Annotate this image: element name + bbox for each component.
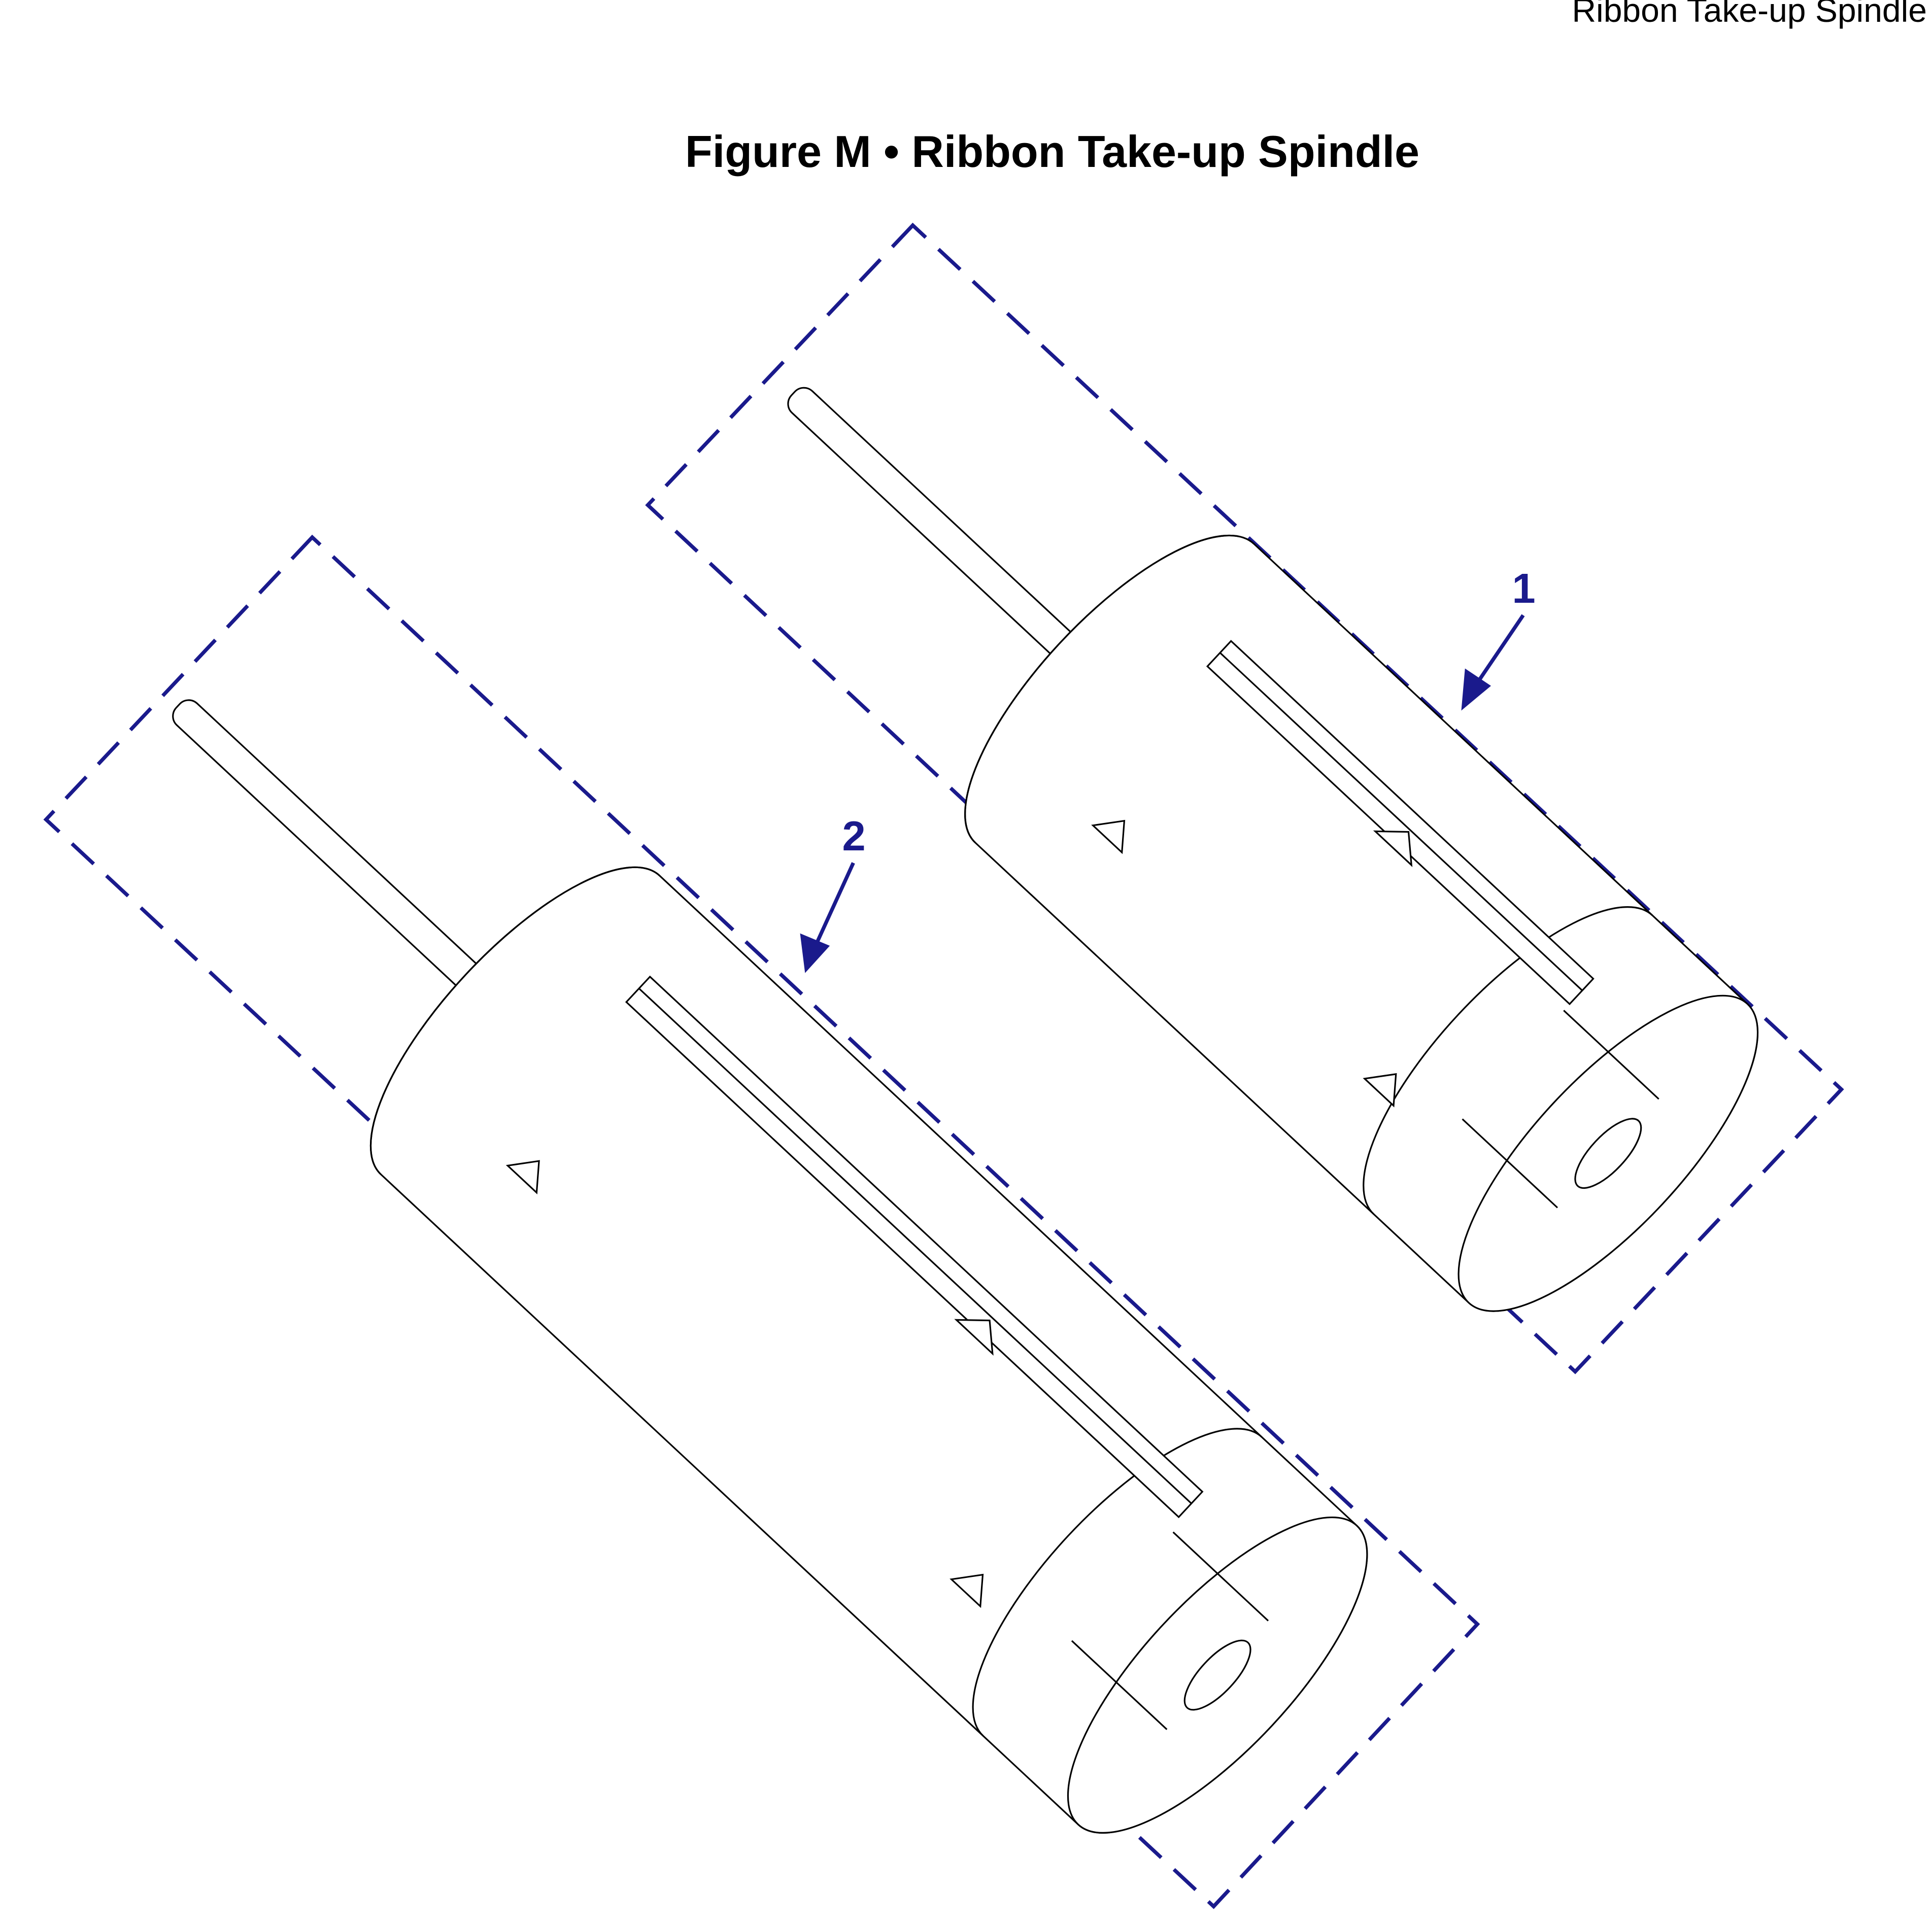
arrowhead-1 <box>1461 668 1492 711</box>
running-header: Ribbon Take-up Spindle <box>1572 0 1927 29</box>
arrowhead-2 <box>800 933 830 973</box>
figure-title: Figure M • Ribbon Take-up Spindle <box>685 126 1419 177</box>
spindle-2 <box>172 699 1368 1834</box>
callout-box-1 <box>645 222 1844 1374</box>
callout-label-2: 2 <box>842 812 866 860</box>
callout-arrow-2 <box>813 862 855 948</box>
callout-label-1: 1 <box>1512 565 1535 612</box>
spindle-1 <box>787 387 1759 1312</box>
callout-arrow-1 <box>1474 614 1525 686</box>
callout-box-2 <box>43 534 1480 1909</box>
